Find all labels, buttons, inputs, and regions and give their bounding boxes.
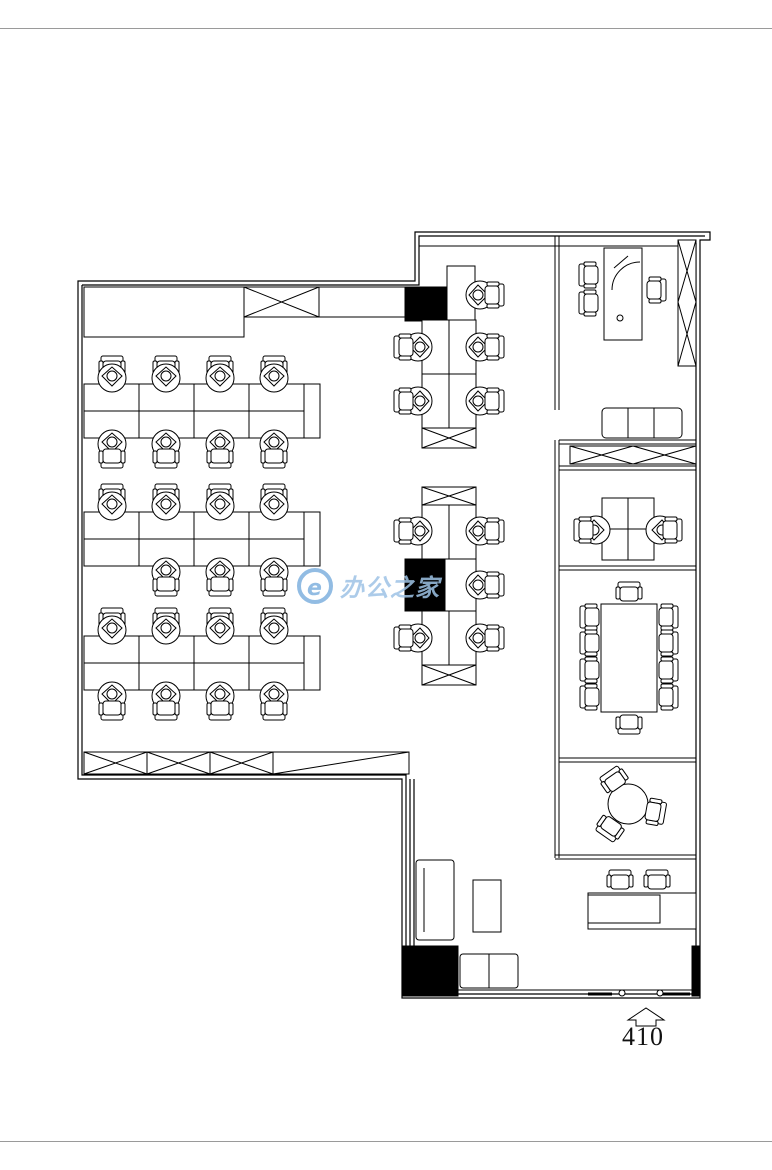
- bottom-rule: [0, 1141, 772, 1142]
- workstation-row-2: [83, 511, 321, 567]
- top-counter: [83, 286, 450, 338]
- manager-office: [569, 239, 697, 465]
- svg-text:e: e: [307, 576, 322, 601]
- reception: [401, 859, 701, 997]
- workstation-row-3: [83, 635, 321, 691]
- workstation-row-1: [83, 383, 321, 439]
- top-rule: [0, 28, 772, 29]
- meeting-room: [600, 603, 658, 713]
- watermark-logo: e: [297, 568, 333, 604]
- watermark-text: 办公之家: [340, 574, 440, 602]
- reception-chairs: [606, 869, 671, 890]
- bottom-cabinets: [83, 751, 410, 775]
- entry-label: 410: [622, 1022, 664, 1051]
- entry-arrow: [626, 1007, 666, 1027]
